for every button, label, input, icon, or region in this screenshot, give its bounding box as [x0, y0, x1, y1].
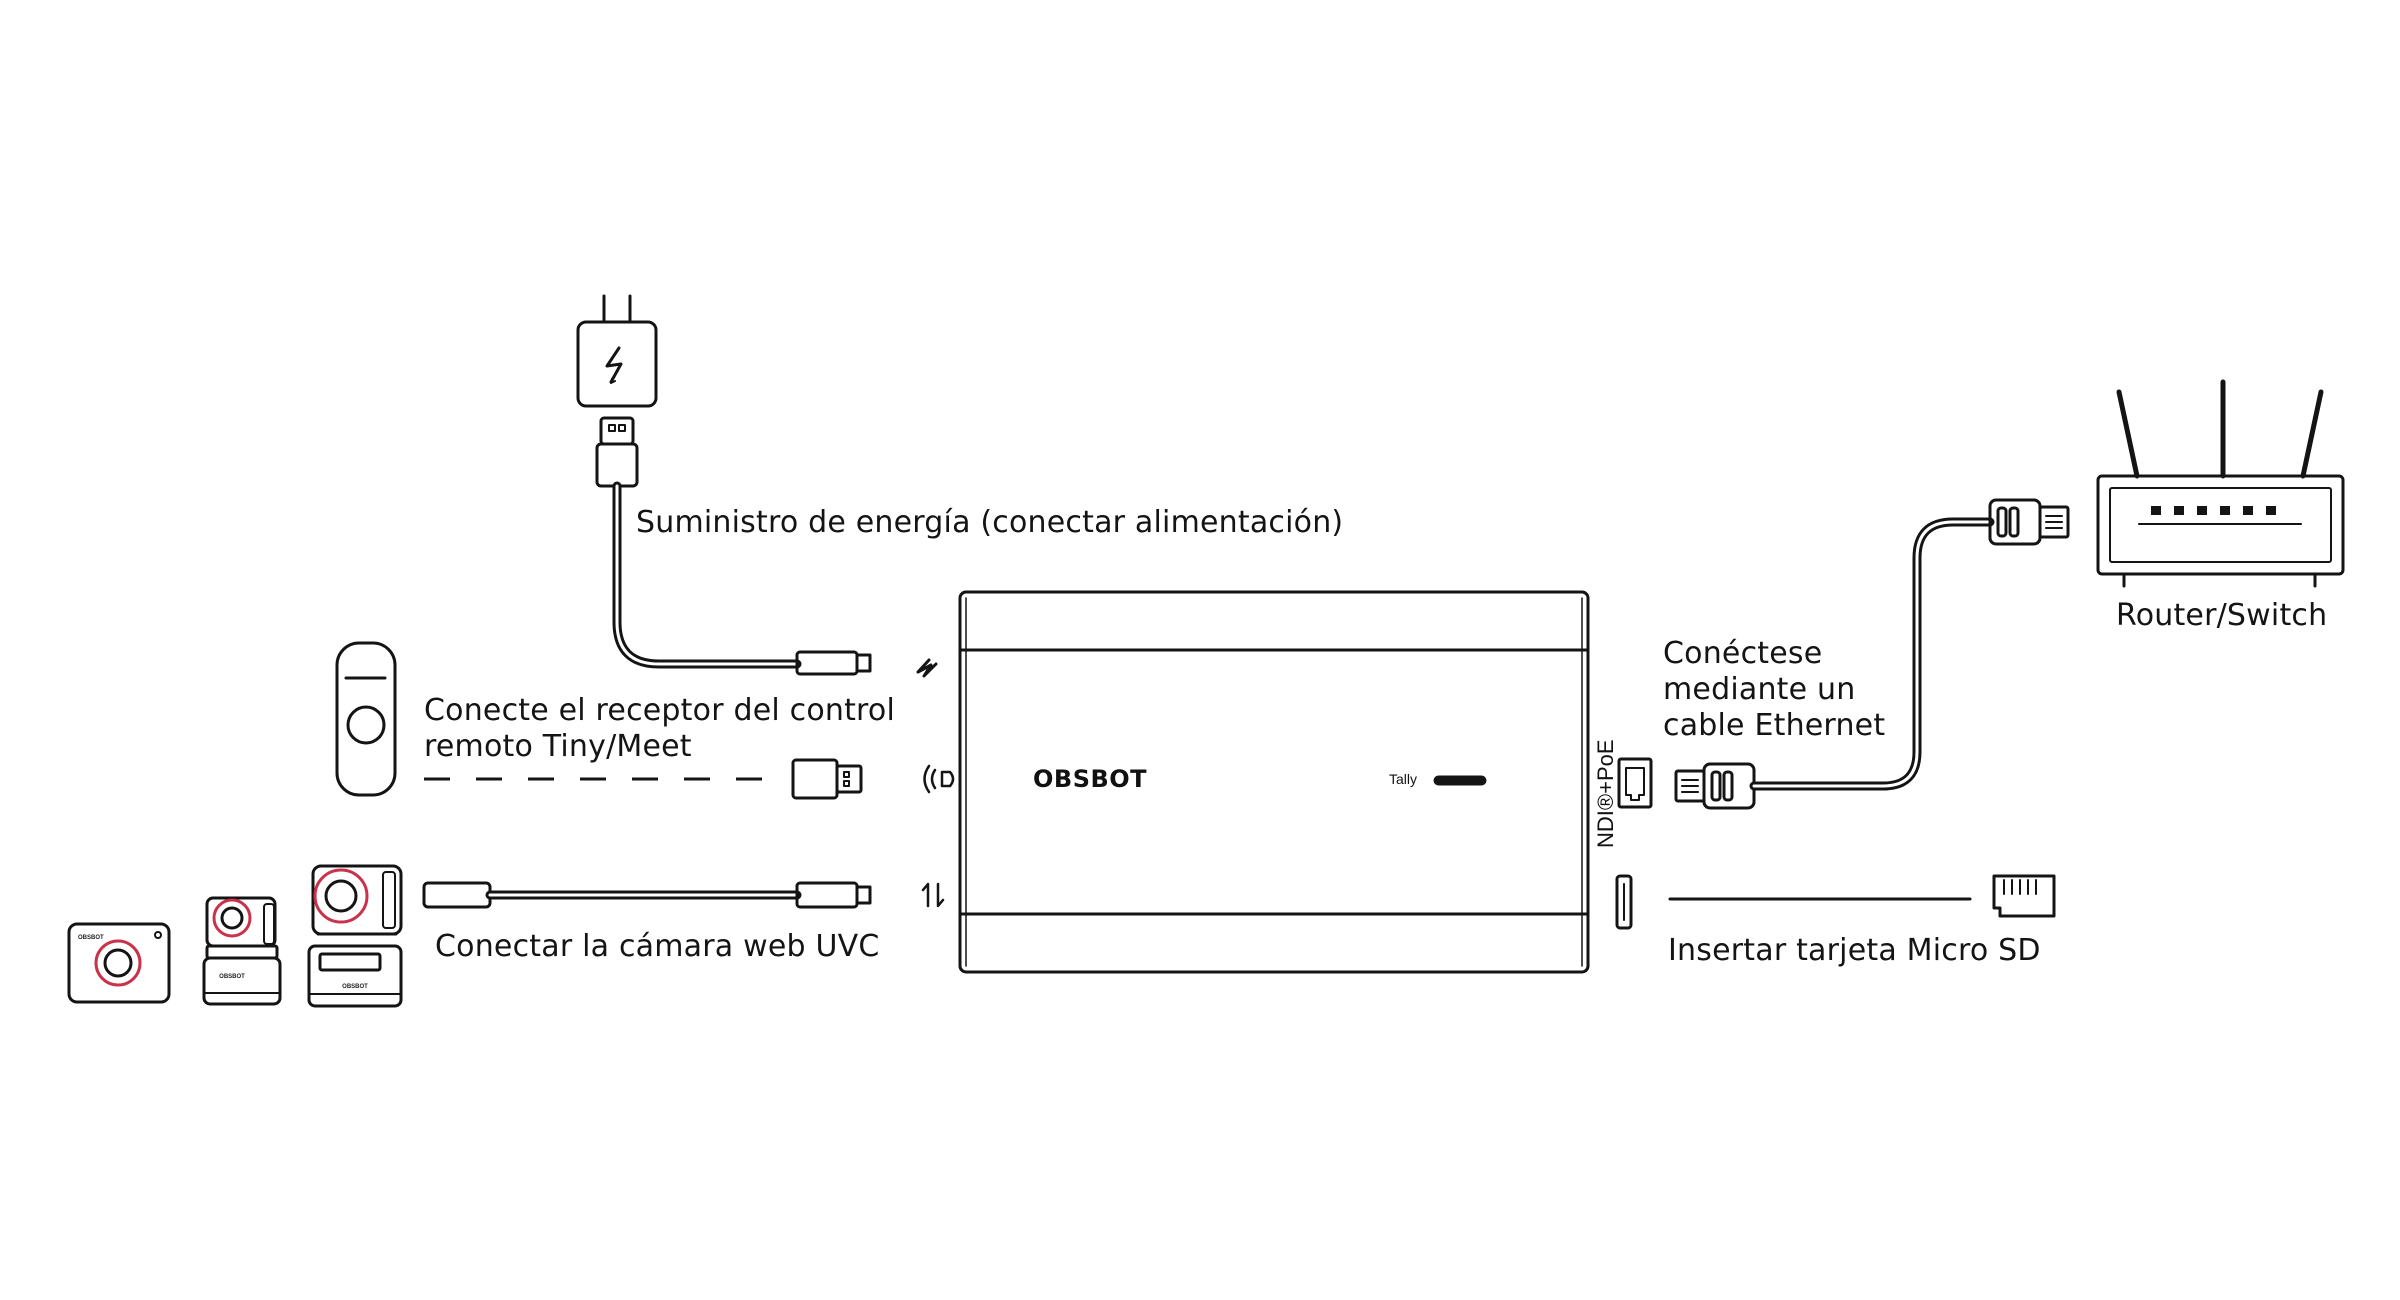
usb-receiver-plug: [791, 758, 863, 800]
webcam-ptz-small-brand: OBSBOT: [219, 974, 245, 980]
lightning-icon: [916, 658, 938, 678]
power-supply-label: Suministro de energía (conectar alimenta…: [636, 505, 1344, 540]
webcam-flat: [67, 922, 171, 1004]
tally-label: Tally: [1389, 771, 1418, 787]
ethernet-port-icon: [1617, 757, 1653, 809]
power-plug: [795, 650, 872, 676]
wireless-icon: [923, 764, 955, 794]
webcam-ptz-large-brand: OBSBOT: [342, 984, 368, 990]
webcam-icon: [67, 864, 403, 1008]
microsd-slot: [1615, 874, 1633, 930]
microsd-card-icon: [1992, 874, 2056, 918]
microsd-label: Insertar tarjeta Micro SD: [1668, 933, 2041, 968]
ethernet-plug-right: [1988, 498, 2070, 546]
obsbot-device: [958, 590, 1590, 974]
data-transfer-icon: [921, 882, 945, 908]
router-label: Router/Switch: [2116, 598, 2328, 633]
uvc-webcam-label: Conectar la cámara web UVC: [435, 929, 880, 964]
webcam-ptz-small: [202, 896, 282, 1006]
remote-control-icon: [335, 641, 397, 797]
usb-plug-icon: [595, 416, 639, 488]
webcam-ptz-large: [307, 864, 403, 1008]
webcam-flat-brand: OBSBOT: [78, 935, 104, 941]
ndi-poe-port-label: NDI®+PoE: [1593, 739, 1618, 848]
ethernet-label: Conéctese mediante un cable Ethernet: [1663, 636, 1886, 743]
router-icon: [2096, 379, 2345, 588]
ethernet-plug-left: [1674, 762, 1756, 810]
webcam-cable: [422, 881, 872, 909]
device-brand-logo: OBSBOT: [1033, 765, 1148, 793]
power-adapter-icon: [576, 294, 658, 408]
remote-receiver-label: Conecte el receptor del control remoto T…: [424, 693, 896, 764]
